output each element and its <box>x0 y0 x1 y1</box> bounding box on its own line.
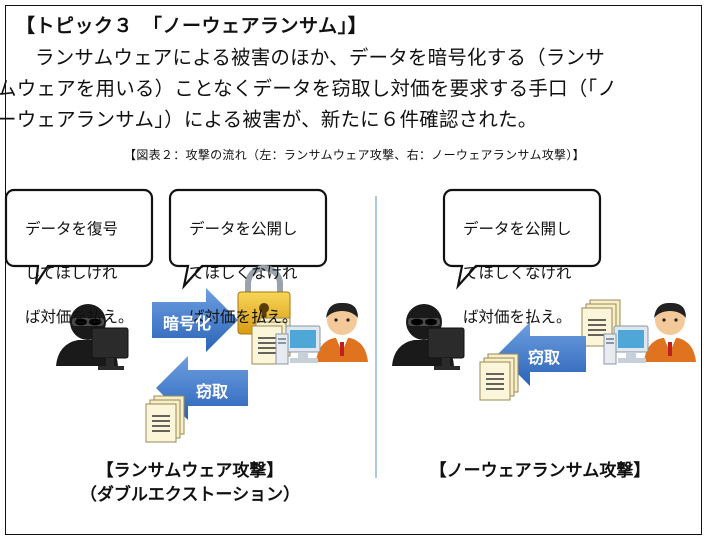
bubble-publish-text: データを公開し てほしくなけれ ば対価を払え。 <box>189 220 298 326</box>
double-extortion-label: （ダブルエクストーション） <box>79 485 301 505</box>
paragraph-line: ーウェアランサム」）による被害が、新たに６件確認された。 <box>0 108 538 131</box>
speech-bubble-publish-right <box>442 188 602 290</box>
stolen-documents-icon <box>145 395 185 443</box>
bubble-restore-text: データを復号 してほしけれ ば対価を払え。 <box>25 220 134 326</box>
noware-ransom-attack-label: 【ノーウェアランサム攻撃】 <box>429 461 651 481</box>
arrow-steal-right-label: 窃取 <box>528 348 561 367</box>
figure-caption: 【図表２：攻撃の流れ（左：ランサムウェア攻撃、右：ノーウェアランサム攻撃）】 <box>124 148 585 162</box>
bubble-publish-right-text: データを公開し てほしくなけれ ば対価を払え。 <box>463 220 572 326</box>
paragraph-line: ムウェアを用いる）ことなくデータを窃取し対価を要求する手口（「ノ <box>0 77 618 100</box>
topic-frame <box>5 5 702 535</box>
ransomware-attack-label: 【ランサムウェア攻撃】 <box>96 461 284 481</box>
topic-title: 【トピック３ 「ノーウェアランサム」】 <box>16 15 368 37</box>
arrow-encrypt-label: 暗号化 <box>163 314 212 333</box>
stolen-documents-icon <box>479 353 519 401</box>
arrow-encrypt-icon <box>152 288 238 352</box>
paragraph-line: ランサムウェアによる被害のほか、データを暗号化する（ランサ <box>35 46 605 69</box>
arrow-steal-icon <box>498 322 586 386</box>
speech-bubble-publish <box>168 188 328 290</box>
speech-bubble-restore <box>4 188 154 285</box>
arrow-steal-label: 窃取 <box>196 382 229 401</box>
topic-paragraph: ランサムウェアによる被害のほか、データを暗号化する（ランサ ムウェアを用いる）こ… <box>0 42 700 135</box>
